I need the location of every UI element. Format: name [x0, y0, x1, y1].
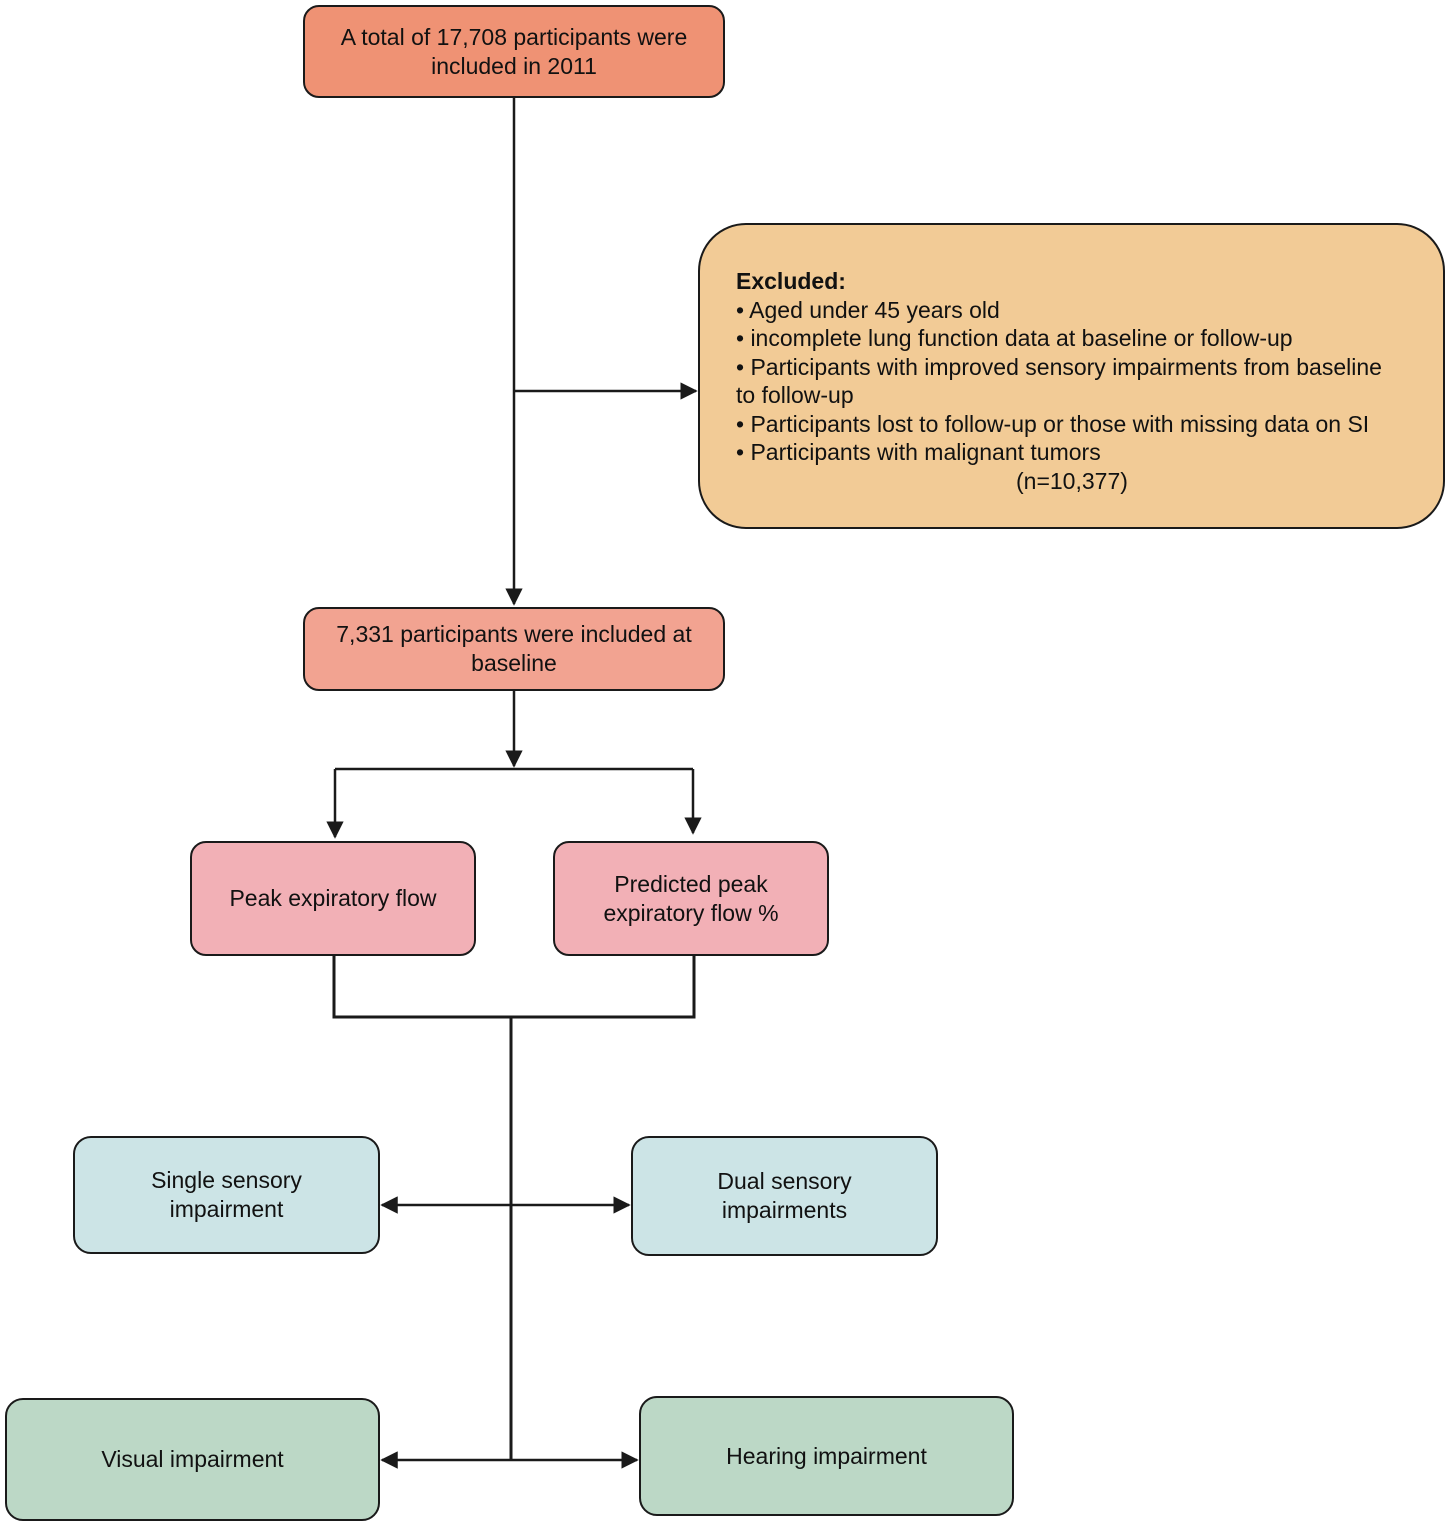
single-sensory-impairment-box: Single sensory impairment	[73, 1136, 380, 1254]
excluded-box: Excluded: • Aged under 45 years old • in…	[698, 223, 1445, 529]
excluded-heading: Excluded:	[736, 268, 846, 294]
single-line-1: Single sensory	[151, 1167, 302, 1193]
hearing-label: Hearing impairment	[726, 1442, 927, 1469]
merge-bracket	[332, 956, 696, 1019]
visual-label: Visual impairment	[101, 1446, 284, 1472]
hearing-impairment-box: Hearing impairment	[639, 1396, 1014, 1516]
visual-impairment-box: Visual impairment	[5, 1398, 380, 1521]
dual-sensory-impairments-box: Dual sensory impairments	[631, 1136, 938, 1256]
baseline-line-1: 7,331 participants were included at	[336, 621, 692, 647]
excluded-item: • Participants with improved sensory imp…	[736, 353, 1382, 380]
excluded-item: • Participants with malignant tumors	[736, 439, 1101, 465]
ppef-line-2: expiratory flow %	[603, 899, 779, 926]
baseline-line-2: baseline	[471, 650, 557, 676]
single-line-2: impairment	[169, 1196, 284, 1222]
total-line-2: included in 2011	[431, 52, 597, 79]
excluded-item: • Aged under 45 years old	[736, 296, 1000, 323]
excluded-item: • Participants lost to follow-up or thos…	[736, 410, 1370, 437]
dual-line-1: Dual sensory	[717, 1168, 852, 1194]
pef-label: Peak expiratory flow	[229, 885, 437, 911]
peak-expiratory-flow-box: Peak expiratory flow	[190, 841, 476, 956]
excluded-item: • incomplete lung function data at basel…	[736, 325, 1293, 351]
total-line-1: A total of 17,708 participants were	[340, 23, 688, 50]
ppef-line-1: Predicted peak	[614, 870, 768, 897]
excluded-item: to follow-up	[736, 382, 854, 408]
excluded-count: (n=10,377)	[1016, 467, 1128, 494]
total-participants-box: A total of 17,708 participants were incl…	[303, 5, 725, 98]
predicted-peak-expiratory-flow-box: Predicted peak expiratory flow %	[553, 841, 829, 956]
dual-line-2: impairments	[721, 1197, 848, 1223]
baseline-participants-box: 7,331 participants were included at base…	[303, 607, 725, 691]
